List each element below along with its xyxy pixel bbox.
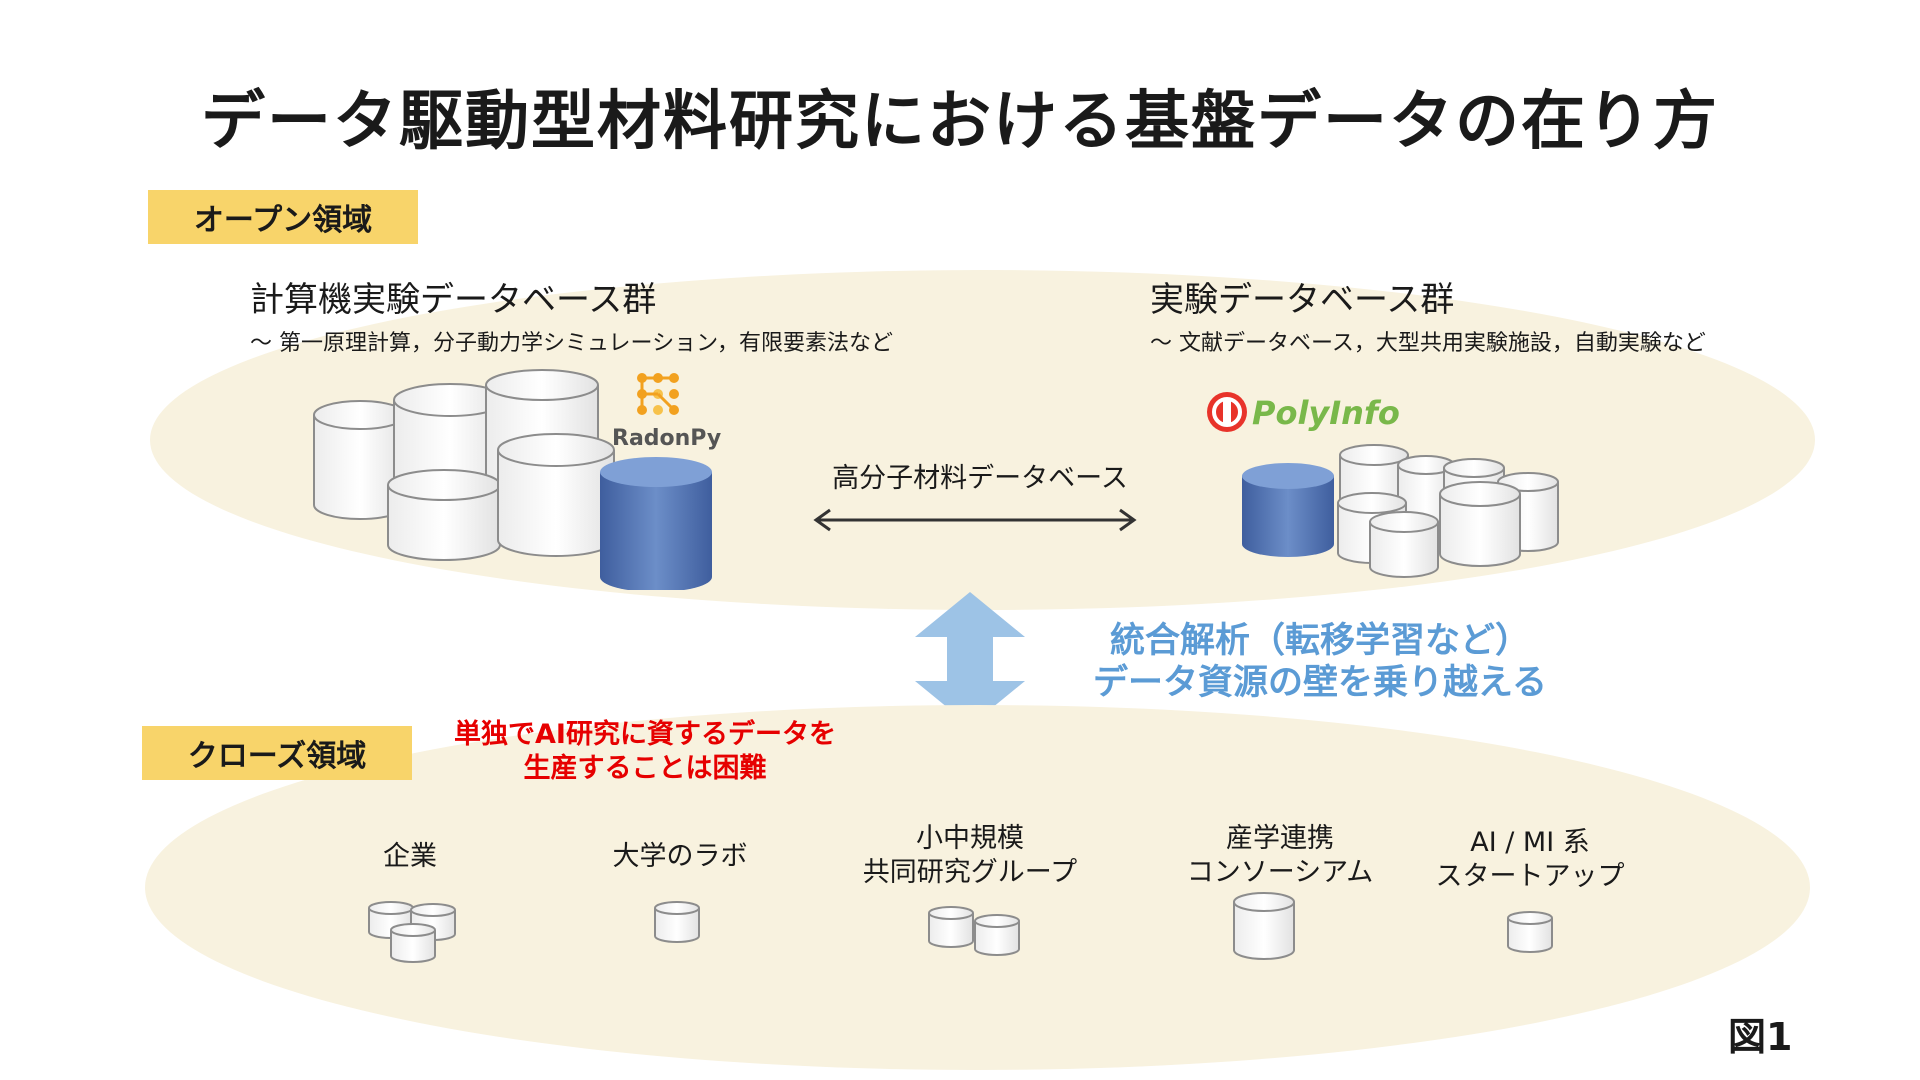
computational-db-cluster (313, 369, 712, 590)
database-icon (387, 485, 501, 561)
page-title: データ駆動型材料研究における基盤データの在り方 (201, 85, 1719, 159)
group-label-line-1: 企業 (383, 841, 437, 872)
group-label-line-2: スタートアップ (1435, 861, 1625, 892)
research-group-db-icon (928, 906, 1020, 956)
group-label-line-1: 小中規模 (916, 823, 1024, 854)
bidirectional-arrow-icon (813, 508, 1137, 532)
university-lab-db-icon (654, 901, 700, 943)
group-label-line-2: 共同研究グループ (862, 857, 1078, 888)
group-label-line-2: コンソーシアム (1186, 857, 1374, 888)
group-label: 企業 (330, 840, 490, 874)
group-label: AI / MI 系 スタートアップ (1400, 826, 1660, 894)
closed-warning-line-2: 生産することは困難 (523, 753, 767, 784)
startup-db-icon (1507, 911, 1553, 953)
group-label: 産学連携 コンソーシアム (1150, 822, 1410, 890)
polyinfo-logo-text: PolyInfo (1252, 394, 1400, 432)
experimental-db-heading: 実験データベース群 (1150, 280, 1455, 320)
group-label-line-1: 大学のラボ (612, 841, 748, 872)
polyinfo-database-icon (1242, 463, 1334, 557)
integration-line-2: データ資源の壁を乗り越える (1093, 663, 1547, 703)
closed-warning-line-1: 単独でAI研究に資するデータを (454, 719, 836, 750)
integration-arrow-icon (915, 592, 1025, 726)
group-label: 大学のラボ (590, 840, 770, 874)
company-db-icon (368, 901, 456, 963)
figure-label: 図1 (1728, 1015, 1793, 1059)
group-label-line-1: 産学連携 (1226, 823, 1334, 854)
group-label: 小中規模 共同研究グループ (840, 822, 1100, 890)
radonpy-database-icon (600, 457, 712, 590)
polymer-db-link-label: 高分子材料データベース (832, 463, 1128, 494)
radonpy-logo-icon (637, 373, 679, 415)
experimental-db-subtitle: 〜 文献データベース，大型共用実験施設，自動実験など (1150, 331, 1706, 356)
computational-db-subtitle: 〜 第一原理計算，分子動力学シミュレーション，有限要素法など (250, 331, 894, 356)
closed-region-label: クローズ領域 (142, 726, 412, 780)
experimental-db-cluster (1242, 444, 1559, 578)
integration-line-1: 統合解析（転移学習など） (1109, 621, 1530, 661)
database-icon-top (313, 400, 407, 430)
polyinfo-logo-icon (1207, 392, 1247, 432)
radonpy-logo-text: RadonPy (612, 426, 722, 451)
open-region-label: オープン領域 (148, 190, 418, 244)
group-label-line-1: AI / MI 系 (1470, 827, 1590, 858)
closed-region-ellipse (145, 705, 1810, 1070)
computational-db-heading: 計算機実験データベース群 (250, 280, 657, 320)
consortium-db-icon (1233, 892, 1295, 960)
